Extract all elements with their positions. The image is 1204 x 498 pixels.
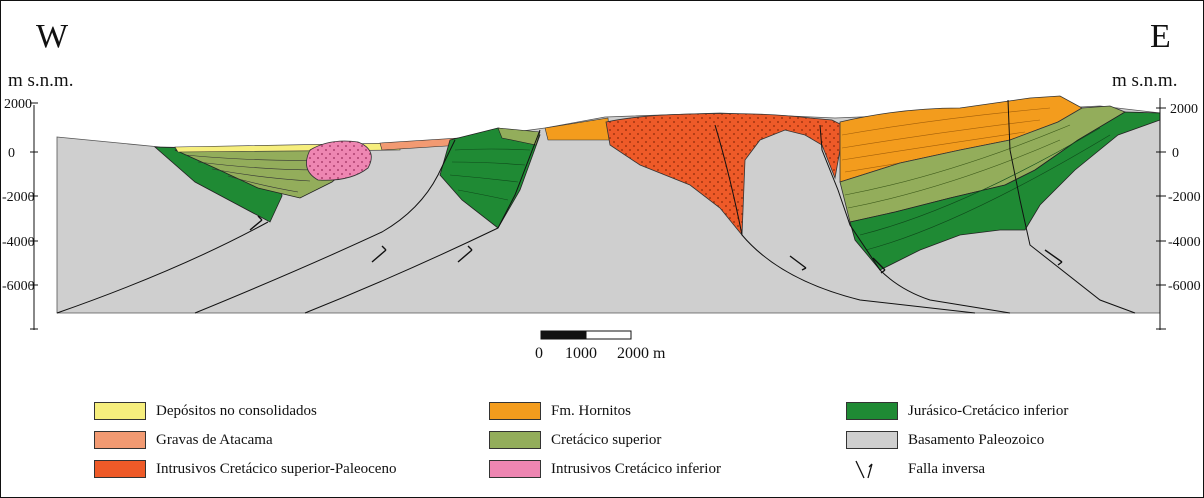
east-label: E — [1150, 18, 1171, 55]
right-tick-minus4000: -4000 — [1168, 235, 1201, 250]
right-unit-label: m s.n.m. — [1112, 70, 1177, 91]
legend-swatch-depositos — [94, 402, 146, 420]
legend-label-intrusivo-inferior: Intrusivos Cretácico inferior — [551, 460, 721, 477]
left-unit-label: m s.n.m. — [8, 70, 73, 91]
legend-swatch-jurasico — [846, 402, 898, 420]
fault-arrows — [249, 215, 1063, 274]
legend-label-intrusivo-superior: Intrusivos Cretácico superior-Paleoceno — [156, 460, 397, 477]
right-tick-2000: 2000 — [1170, 102, 1198, 117]
scale-label-2000: 2000 m — [617, 345, 666, 362]
intrusivo-inferior-unit — [306, 140, 372, 181]
legend-label-falla: Falla inversa — [908, 460, 986, 477]
jurasico-central-layering — [449, 148, 531, 201]
legend-swatch-intrusivo-superior — [94, 460, 146, 478]
west-label: W — [36, 18, 69, 55]
cross-section: W E m s.n.m. m s.n.m. — [2, 18, 1201, 362]
hornitos-west-unit — [544, 117, 611, 141]
jurasico-east-layering — [859, 127, 1111, 251]
reverse-fault-icon — [855, 460, 873, 479]
legend-item-depositos: Depósitos no consolidados — [94, 401, 317, 421]
legend-label-hornitos: Fm. Hornitos — [551, 402, 632, 419]
legend-label-depositos: Depósitos no consolidados — [156, 402, 317, 419]
left-tick-0: 0 — [8, 146, 15, 161]
left-axis — [30, 102, 38, 330]
legend: Depósitos no consolidados Gravas de Atac… — [0, 393, 1204, 497]
legend-swatch-intrusivo-inferior — [489, 460, 541, 478]
scale-label-0: 0 — [535, 345, 543, 362]
left-tick-2000: 2000 — [4, 97, 32, 112]
left-tick-minus2000: -2000 — [2, 190, 35, 205]
legend-item-basamento: Basamento Paleozoico — [846, 430, 1044, 450]
legend-item-jurasico: Jurásico-Cretácico inferior — [846, 401, 1068, 421]
legend-item-intrusivo-inferior: Intrusivos Cretácico inferior — [489, 459, 721, 479]
scale-bar — [540, 330, 632, 340]
legend-swatch-hornitos — [489, 402, 541, 420]
scale-label-1000: 1000 — [565, 345, 597, 362]
legend-item-falla: Falla inversa — [846, 459, 985, 479]
legend-label-jurasico: Jurásico-Cretácico inferior — [908, 402, 1069, 419]
legend-item-gravas: Gravas de Atacama — [94, 430, 273, 450]
cretacico-west-layering — [184, 154, 331, 193]
cretacico-east-layering — [844, 124, 1071, 209]
legend-item-hornitos: Fm. Hornitos — [489, 401, 631, 421]
legend-swatch-gravas — [94, 431, 146, 449]
legend-item-cretacico-superior: Cretácico superior — [489, 430, 661, 450]
right-tick-minus2000: -2000 — [1168, 190, 1201, 205]
left-tick-minus6000: -6000 — [2, 279, 35, 294]
legend-label-cretacico-superior: Cretácico superior — [551, 431, 662, 448]
fault-lines — [56, 99, 1136, 314]
right-tick-minus6000: -6000 — [1168, 279, 1201, 294]
legend-label-basamento: Basamento Paleozoico — [908, 431, 1045, 448]
legend-item-intrusivo-superior: Intrusivos Cretácico superior-Paleoceno — [94, 459, 396, 479]
left-tick-minus4000: -4000 — [2, 235, 35, 250]
legend-label-gravas: Gravas de Atacama — [156, 431, 273, 448]
legend-swatch-basamento — [846, 431, 898, 449]
intrusivo-superior-unit — [605, 113, 843, 237]
right-tick-0: 0 — [1172, 146, 1179, 161]
right-axis — [1156, 98, 1166, 330]
legend-swatch-cretacico-superior — [489, 431, 541, 449]
cretacico-central-unit — [497, 127, 541, 146]
